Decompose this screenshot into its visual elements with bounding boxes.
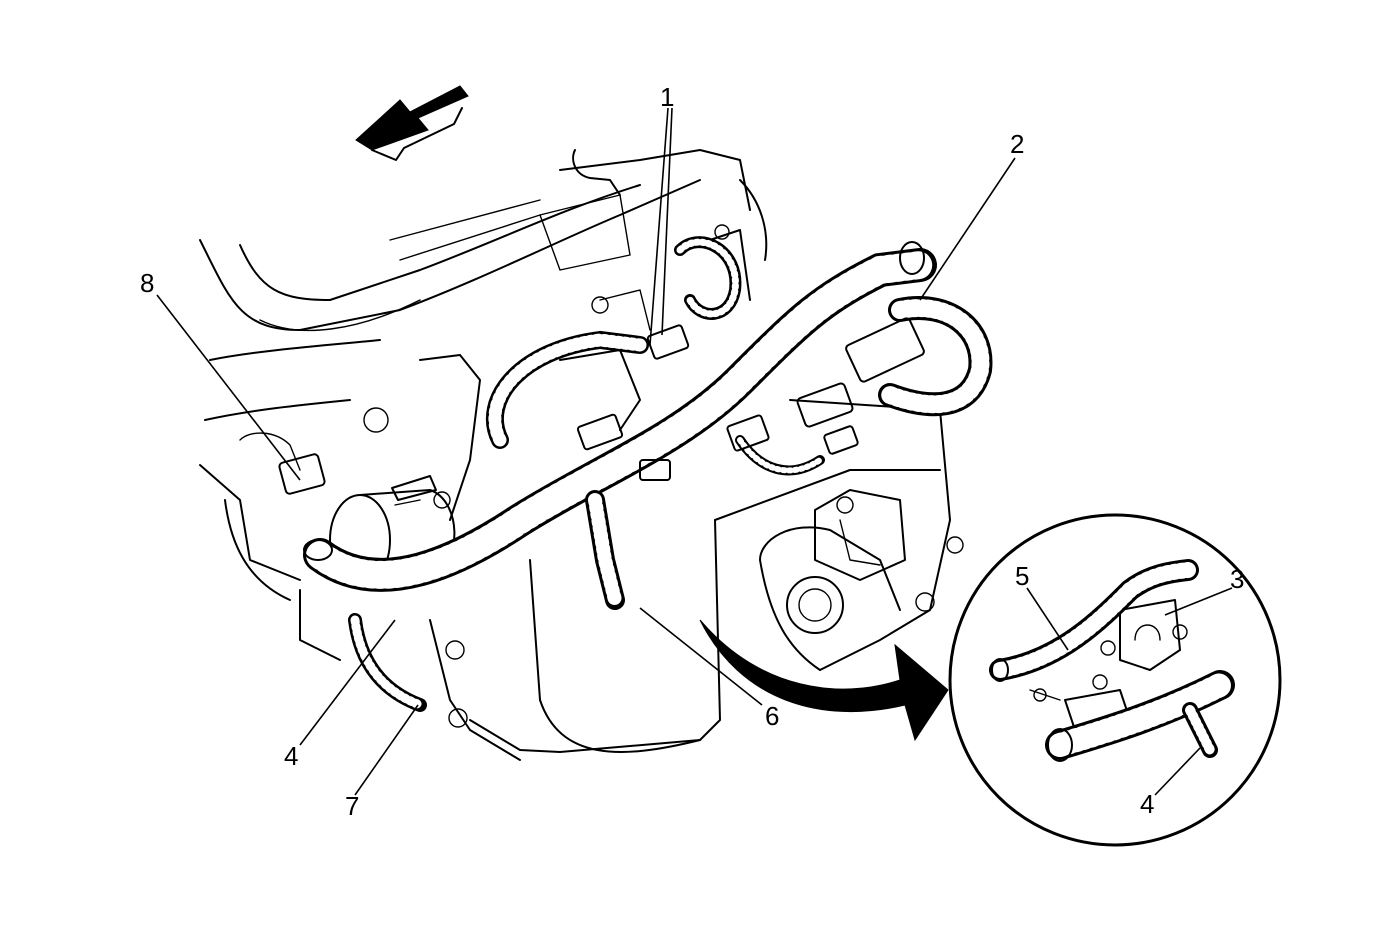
engine-outline [199, 149, 964, 761]
callout-1: 1 [660, 82, 674, 112]
callout-labels: 1 2 3 4 4 5 6 7 8 [140, 82, 1244, 821]
wiring-harness [303, 236, 993, 712]
detail-view-arrow-icon [699, 619, 949, 742]
callout-2: 2 [1010, 129, 1024, 159]
direction-arrow-icon [355, 85, 469, 161]
callout-3: 3 [1230, 564, 1244, 594]
callout-8: 8 [140, 268, 154, 298]
leader-lines [156, 107, 1233, 796]
callout-4-detail: 4 [1140, 789, 1154, 819]
callout-5: 5 [1015, 561, 1029, 591]
callout-4-main: 4 [284, 741, 298, 771]
bolt-icons [363, 224, 964, 728]
callout-6: 6 [765, 701, 779, 731]
connectors [278, 317, 925, 495]
callout-7: 7 [345, 791, 359, 821]
